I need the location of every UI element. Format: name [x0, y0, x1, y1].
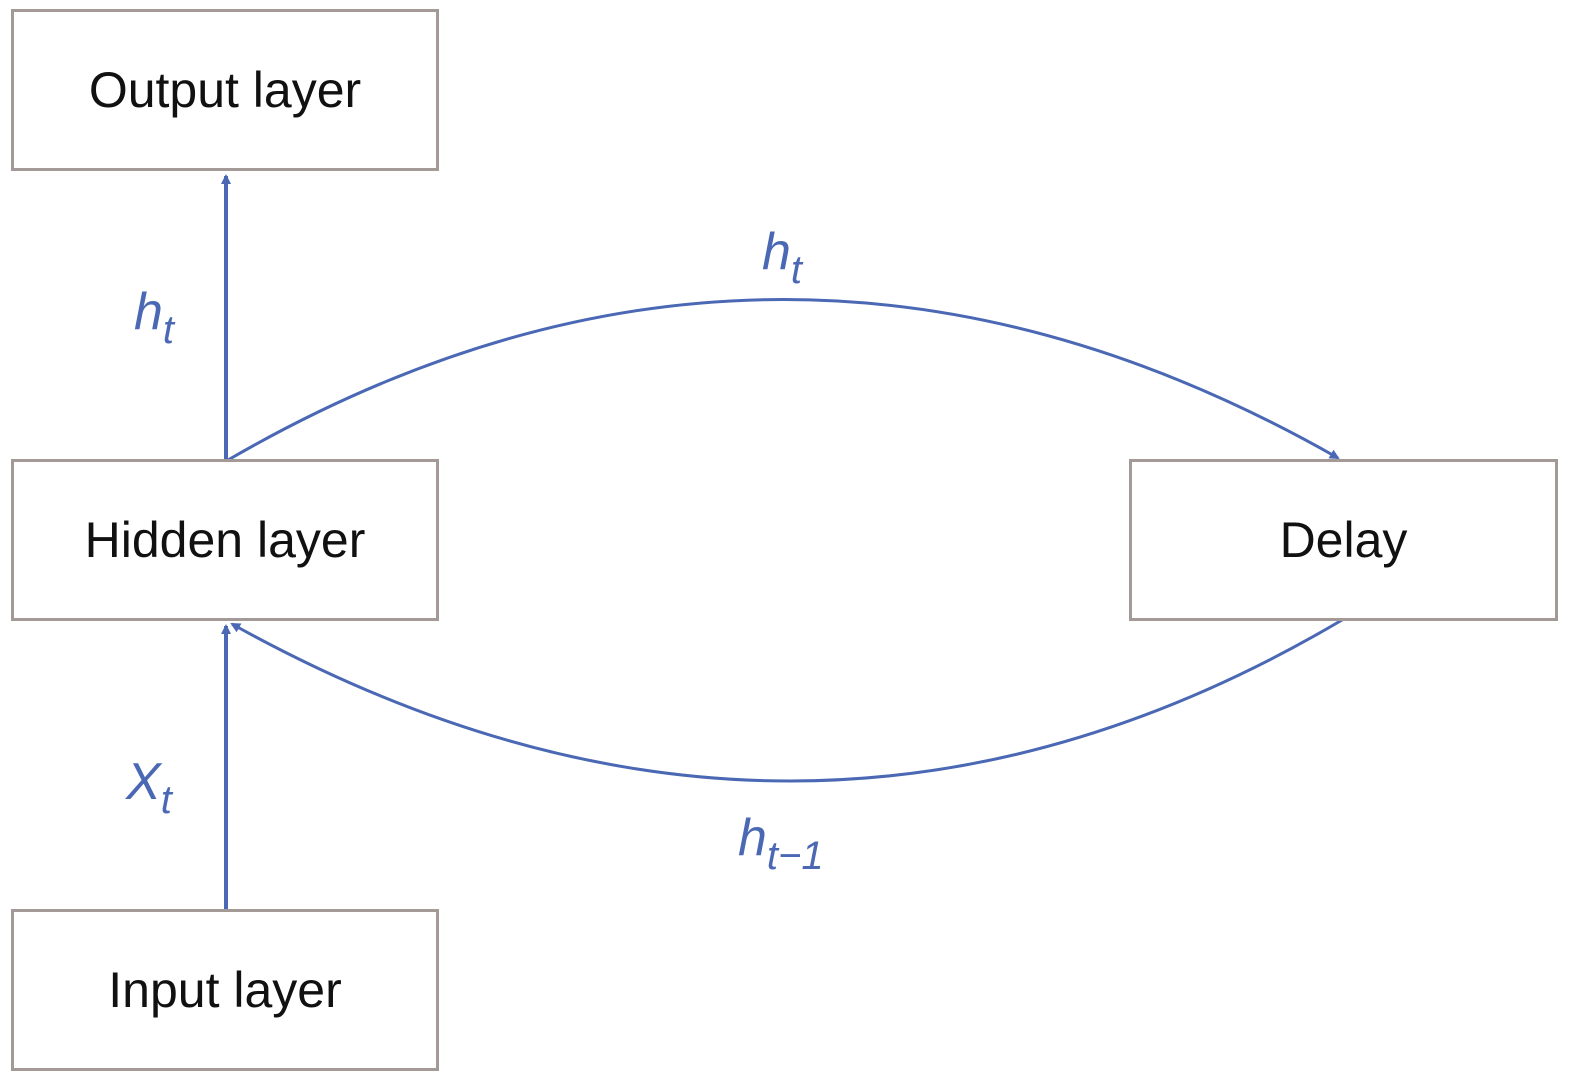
hidden-to-delay-arrow: [227, 298, 1340, 462]
delay-label: Delay: [1279, 512, 1408, 568]
hidden-layer-label: Hidden layer: [84, 512, 366, 568]
xt-input-label: Xt: [126, 753, 172, 822]
delay-box: Delay: [1129, 459, 1558, 621]
input-layer-label: Input layer: [108, 962, 342, 1018]
ht-output-label: ht: [134, 283, 175, 352]
ht-delay-label: ht: [762, 223, 803, 292]
delay-to-hidden-arrow: [230, 618, 1343, 783]
output-layer-box: Output layer: [11, 9, 439, 171]
output-layer-label: Output layer: [88, 62, 362, 118]
input-layer-box: Input layer: [11, 909, 439, 1071]
ht-minus-1-label: ht−1: [738, 809, 824, 878]
hidden-layer-box: Hidden layer: [11, 459, 439, 621]
